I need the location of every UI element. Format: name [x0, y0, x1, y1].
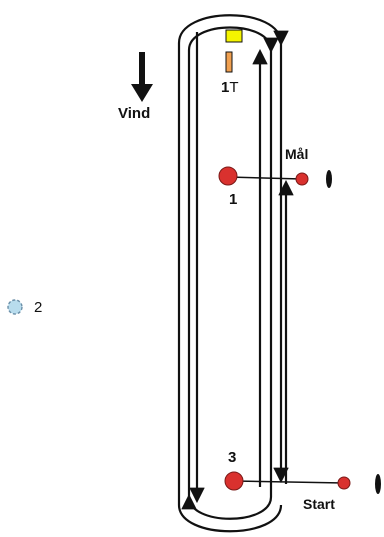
wind-label: Vind: [118, 105, 151, 122]
mark-3-buoy: [224, 471, 244, 491]
mark-2-label: 2: [34, 299, 43, 316]
mark-2-buoy: [7, 299, 23, 315]
mark-1t-suffix: T: [229, 79, 239, 96]
mark-1-label: 1: [229, 191, 238, 208]
mark-3-label: 3: [228, 449, 237, 466]
mark-1-buoy: [218, 166, 238, 186]
mark-1t-label: 1T: [221, 80, 239, 95]
mark-1t-number: 1: [221, 79, 230, 96]
wind-arrow-down-icon: [131, 52, 153, 102]
finish-line: [227, 170, 332, 188]
course-path-outer: [177, 14, 289, 533]
start-label: Start: [303, 496, 335, 512]
course-path-inner: [181, 26, 279, 520]
finish-label: Mål: [285, 146, 309, 162]
start-line: [233, 474, 381, 494]
course-path-legs: [189, 32, 294, 504]
mark-1t-flag: [225, 29, 243, 73]
